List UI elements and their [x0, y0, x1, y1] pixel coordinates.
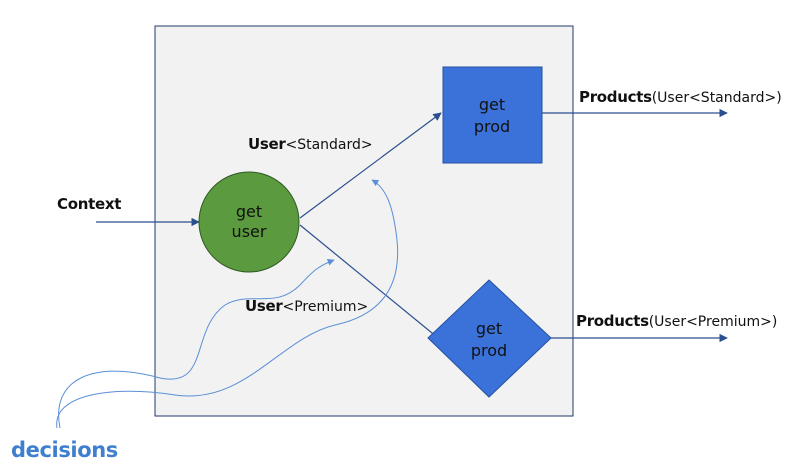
get-prod-standard-label-line1: get: [479, 95, 505, 114]
products-premium-label-type: (User<Premium>): [648, 314, 778, 330]
context-label: Context: [57, 195, 122, 213]
decision-curve-premium: [58, 258, 335, 429]
user-premium-label-type: <Premium>: [282, 299, 369, 315]
products-premium-label-bold: Products: [576, 312, 649, 330]
get-user-label-line1: get: [236, 202, 262, 221]
get-user-label-line2: user: [232, 222, 267, 241]
user-standard-label-bold: User: [248, 135, 286, 153]
get-prod-premium-label-line2: prod: [471, 341, 507, 360]
decisions-label: decisions: [11, 438, 118, 462]
user-standard-label: User<Standard>: [248, 135, 373, 154]
user-premium-label-bold: User: [245, 297, 283, 315]
user-standard-label-type: <Standard>: [285, 137, 373, 153]
products-standard-label: Products(User<Standard>): [579, 88, 782, 107]
get-prod-standard-label-line2: prod: [474, 117, 510, 136]
get-prod-standard-node: [442, 66, 543, 164]
products-premium-label: Products(User<Premium>): [576, 312, 777, 331]
decision-curve-standard: [56, 179, 399, 429]
get-user-node: [198, 171, 300, 273]
arrow-get-user-to-get-prod-standard: [299, 112, 442, 219]
get-prod-premium-label-line1: get: [476, 319, 502, 338]
arrow-get-user-to-get-prod-premium: [299, 224, 444, 343]
user-premium-label: User<Premium>: [245, 297, 368, 316]
products-standard-label-type: (User<Standard>): [651, 90, 782, 106]
get-prod-premium-node: [427, 279, 552, 398]
products-standard-label-bold: Products: [579, 88, 652, 106]
